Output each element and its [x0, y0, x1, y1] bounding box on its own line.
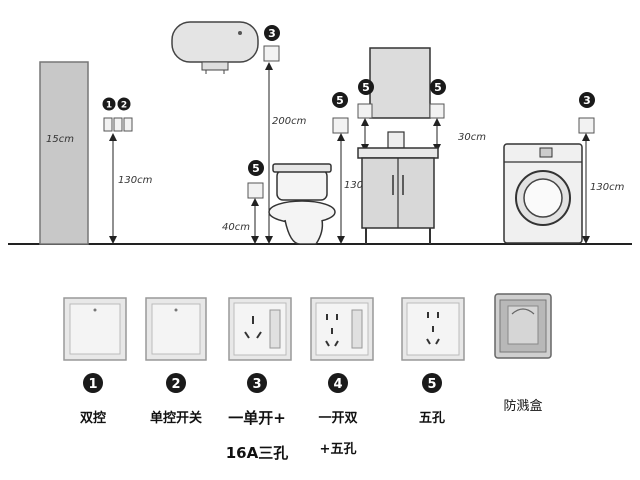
- svg-text:4: 4: [333, 377, 342, 392]
- door-panel: [39, 61, 89, 245]
- marker-5-badge-toilet: 5: [248, 160, 264, 176]
- marker-5-badge-vanity-left: 5: [332, 92, 348, 108]
- marker-1-badge: 1: [102, 97, 116, 111]
- washer-height-arrow: [582, 133, 590, 244]
- svg-text:5: 5: [336, 94, 344, 107]
- double-control-switch-plate: [63, 297, 127, 361]
- svg-text:3: 3: [252, 377, 261, 392]
- heater-dimension: 200cm: [272, 116, 307, 127]
- mirror-icon: [369, 47, 431, 119]
- svg-text:5: 5: [434, 81, 442, 94]
- legend-label-5: 五孔: [418, 411, 445, 426]
- vanity-height-arrow: [337, 133, 345, 244]
- mirror-dimension: 30cm: [458, 132, 486, 143]
- switch-five-hole-socket-plate: [310, 297, 374, 361]
- toilet-icon: [268, 163, 336, 245]
- svg-text:5: 5: [362, 81, 370, 94]
- toilet-height-arrow: [251, 198, 259, 244]
- washer-socket: [578, 117, 595, 134]
- door-dimension: 15cm: [46, 134, 74, 145]
- single-control-switch-plate: [145, 297, 207, 361]
- legend-label-1: 双控: [79, 411, 106, 426]
- marker-5-badge-mirror-right: 5: [430, 79, 446, 95]
- mirror-left-arrow: [361, 118, 369, 152]
- heater-socket: [263, 45, 280, 62]
- svg-text:2: 2: [121, 101, 127, 111]
- vanity-left-socket: [332, 117, 349, 134]
- mirror-right-arrow: [433, 118, 441, 152]
- marker-3-badge-washer: 3: [579, 92, 595, 108]
- switch-group: [103, 117, 133, 132]
- legend-badge-2: 2: [166, 373, 186, 393]
- svg-text:1: 1: [106, 101, 112, 111]
- switch-dimension: 130cm: [118, 175, 153, 186]
- legend-label-2: 单控开关: [149, 411, 202, 426]
- legend-badge-5: 5: [422, 373, 442, 393]
- marker-5-badge-mirror-left: 5: [358, 79, 374, 95]
- svg-text:3: 3: [268, 27, 276, 40]
- legend-badge-4: 4: [328, 373, 348, 393]
- switch-height-arrow: [109, 133, 117, 244]
- legend-label-3-line2: 16A三孔: [225, 444, 289, 462]
- toilet-socket: [247, 182, 264, 199]
- marker-3-badge-heater: 3: [264, 25, 280, 41]
- splash-proof-box-plate: [494, 293, 552, 359]
- svg-text:3: 3: [583, 94, 591, 107]
- legend-badge-3: 3: [247, 373, 267, 393]
- legend-label-splash-box: 防溅盒: [503, 399, 543, 414]
- water-heater-icon: [171, 21, 259, 74]
- washing-machine-icon: [503, 143, 583, 244]
- legend-label-4-line2: +五孔: [319, 442, 357, 457]
- mirror-right-socket: [429, 103, 445, 119]
- svg-text:5: 5: [252, 162, 260, 175]
- toilet-dimension: 40cm: [222, 222, 250, 233]
- five-hole-socket-plate: [401, 297, 465, 361]
- washer-dimension: 130cm: [590, 182, 625, 193]
- legend-badge-1: 1: [83, 373, 103, 393]
- svg-text:2: 2: [171, 377, 180, 392]
- switch-16a-socket-plate: [228, 297, 292, 361]
- marker-2-badge: 2: [117, 97, 131, 111]
- legend-label-4-line1: 一开双: [318, 411, 358, 426]
- svg-text:5: 5: [427, 377, 436, 392]
- vanity-cabinet-icon: [357, 131, 439, 244]
- mirror-left-socket: [357, 103, 373, 119]
- legend-label-3-line1: 一单开+: [228, 409, 286, 427]
- svg-text:1: 1: [88, 377, 97, 392]
